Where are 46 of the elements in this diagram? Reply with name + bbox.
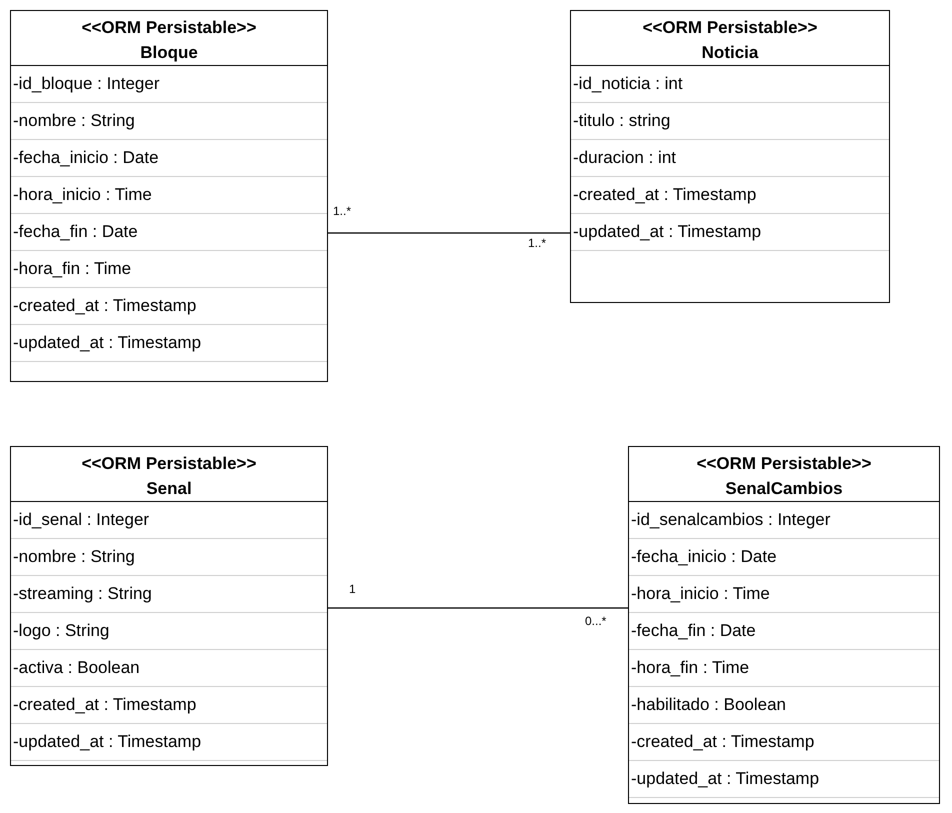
attribute-text: -id_noticia : int bbox=[573, 73, 683, 95]
class-name: Bloque bbox=[140, 42, 198, 64]
stereotype-label: <<ORM Persistable>> bbox=[642, 17, 818, 39]
attribute-text: -hora_inicio : Time bbox=[631, 583, 770, 605]
attribute-text: -created_at : Timestamp bbox=[573, 184, 756, 206]
attribute-text: -hora_fin : Time bbox=[13, 258, 132, 280]
attribute-text: -hora_fin : Time bbox=[631, 657, 750, 679]
multiplicity-label: 1..* bbox=[528, 236, 546, 250]
stereotype-label: <<ORM Persistable>> bbox=[82, 453, 256, 475]
attribute-text: -streaming : String bbox=[13, 583, 152, 605]
attribute-text: -created_at : Timestamp bbox=[13, 295, 196, 317]
attribute-text: -updated_at : Timestamp bbox=[13, 731, 202, 753]
class-name: Noticia bbox=[702, 42, 758, 64]
attribute-text: -fecha_inicio : Date bbox=[631, 546, 777, 568]
attribute-text: -fecha_inicio : Date bbox=[13, 147, 159, 169]
class-name: SenalCambios bbox=[725, 478, 843, 500]
attribute-text: -id_bloque : Integer bbox=[13, 73, 160, 95]
attribute-text: -nombre : String bbox=[13, 110, 135, 132]
class-box bbox=[570, 10, 890, 303]
attribute-text: -activa : Boolean bbox=[13, 657, 140, 679]
attribute-text: -fecha_fin : Date bbox=[13, 221, 138, 243]
class-box bbox=[628, 446, 940, 804]
class-name: Senal bbox=[146, 478, 192, 500]
multiplicity-label: 1..* bbox=[333, 204, 352, 218]
attribute-text: -hora_inicio : Time bbox=[13, 184, 152, 206]
stereotype-label: <<ORM Persistable>> bbox=[82, 17, 256, 39]
attribute-text: -id_senal : Integer bbox=[13, 509, 150, 531]
attribute-text: -titulo : string bbox=[573, 110, 670, 132]
multiplicity-label: 1 bbox=[349, 582, 356, 596]
attribute-text: -nombre : String bbox=[13, 546, 135, 568]
attribute-text: -created_at : Timestamp bbox=[631, 731, 814, 753]
multiplicity-label: 0...* bbox=[585, 614, 606, 628]
attribute-text: -updated_at : Timestamp bbox=[13, 332, 202, 354]
attribute-text: -id_senalcambios : Integer bbox=[631, 509, 830, 531]
class-box bbox=[10, 10, 328, 382]
attribute-text: -duracion : int bbox=[573, 147, 676, 169]
association-line bbox=[328, 607, 628, 609]
attribute-text: -updated_at : Timestamp bbox=[631, 768, 820, 790]
class-box bbox=[10, 446, 328, 766]
association-line bbox=[328, 232, 570, 234]
attribute-text: -updated_at : Timestamp bbox=[573, 221, 762, 243]
attribute-text: -fecha_fin : Date bbox=[631, 620, 756, 642]
stereotype-label: <<ORM Persistable>> bbox=[696, 453, 872, 475]
attribute-text: -created_at : Timestamp bbox=[13, 694, 196, 716]
attribute-text: -logo : String bbox=[13, 620, 110, 642]
attribute-text: -habilitado : Boolean bbox=[631, 694, 786, 716]
